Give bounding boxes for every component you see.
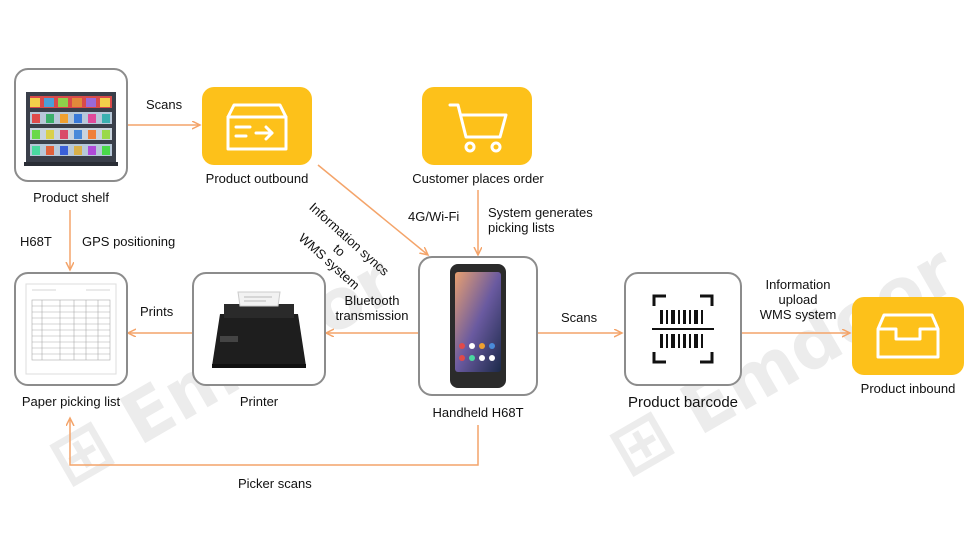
edge-handheld-list-loop <box>70 418 479 466</box>
shelf-image <box>24 92 118 166</box>
outbound-box-icon <box>226 103 288 151</box>
handheld-h68t-node <box>418 256 538 396</box>
paper-list-image <box>25 283 117 375</box>
product-inbound-label: Product inbound <box>860 381 956 396</box>
inbound-tray-icon <box>876 313 940 359</box>
printer-label: Printer <box>239 394 279 409</box>
product-barcode-node <box>624 272 742 386</box>
edge-label-scans-top: Scans <box>146 97 183 112</box>
edge-label-picker-scans: Picker scans <box>238 476 312 491</box>
customer-order-node <box>422 87 532 165</box>
edge-label-system-generates: System generates picking lists <box>488 205 593 235</box>
handheld-h68t-label: Handheld H68T <box>432 405 524 420</box>
paper-picking-list-label: Paper picking list <box>21 394 121 409</box>
shopping-cart-icon <box>448 103 508 153</box>
paper-picking-list-node <box>14 272 128 386</box>
customer-order-label: Customer places order <box>412 171 544 186</box>
product-shelf-node <box>14 68 128 182</box>
edge-outbound-handheld <box>317 164 428 255</box>
edge-label-scans-mid: Scans <box>561 310 598 325</box>
printer-node <box>192 272 326 386</box>
edge-label-gps: GPS positioning <box>82 234 176 249</box>
barcode-scan-icon <box>652 294 714 364</box>
edge-label-info-upload: Information upload WMS system <box>759 277 837 322</box>
product-barcode-label: Product barcode <box>627 394 739 411</box>
edge-label-bluetooth: Bluetooth transmission <box>335 293 409 323</box>
edge-label-prints: Prints <box>140 304 174 319</box>
edge-label-h68t: H68T <box>20 234 52 249</box>
product-outbound-label: Product outbound <box>205 171 309 186</box>
edge-label-wifi: 4G/Wi-Fi <box>408 209 460 224</box>
handheld-device-image <box>450 264 506 388</box>
product-outbound-node <box>202 87 312 165</box>
product-shelf-label: Product shelf <box>33 190 109 205</box>
printer-image <box>212 291 306 368</box>
product-inbound-node <box>852 297 964 375</box>
